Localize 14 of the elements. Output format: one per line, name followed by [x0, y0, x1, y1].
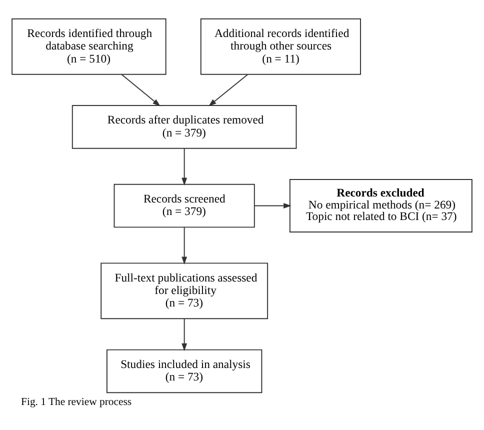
node-box: Records excluded No empirical methods (n= 269) Topic not related to BCI (n= 37)	[289, 178, 472, 232]
node-box: Full-text publications assessed for eligibility (n = 73)	[100, 262, 268, 319]
arrow	[182, 318, 188, 351]
caption: Fig. 1 The review process	[21, 396, 132, 408]
arrow	[182, 226, 188, 264]
arrow	[182, 148, 188, 186]
arrow	[254, 202, 292, 208]
node-box: Records identified through database searching (n = 510)	[12, 18, 166, 74]
arrow	[121, 74, 160, 106]
node-box: Records screened (n = 379)	[114, 183, 255, 228]
arrow	[208, 74, 248, 106]
node-box: Studies included in analysis (n = 73)	[106, 348, 262, 393]
node-box: Additional records identified through other sources (n = 11)	[200, 18, 361, 74]
node-box: Records after duplicates removed (n = 379)	[72, 104, 297, 148]
